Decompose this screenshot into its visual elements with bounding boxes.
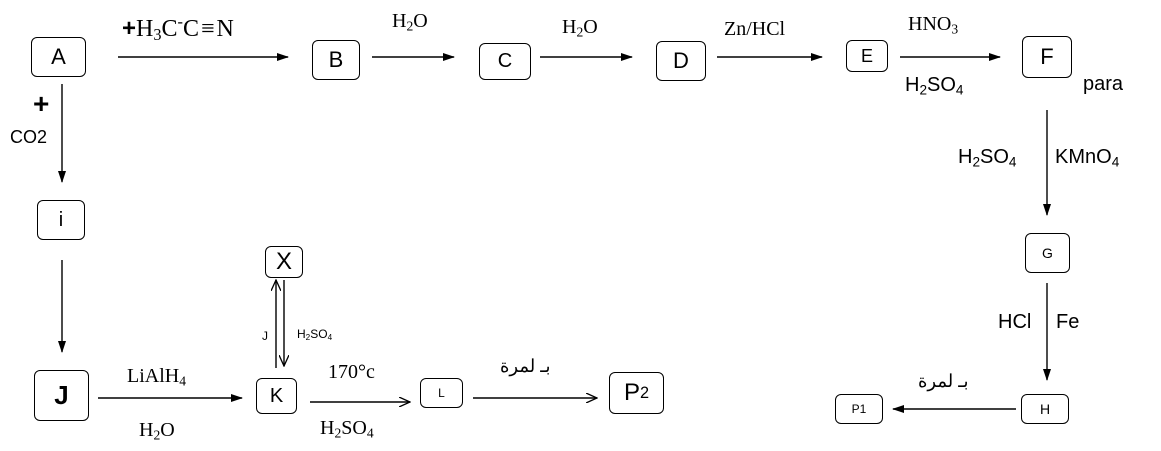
reagent-e-f-bottom-sub2: 4 [955,82,964,98]
reagent-b-c-h: H [392,10,407,32]
reagent-h-p1: بـ لمرة [918,371,969,391]
compound-f: F [1022,36,1072,78]
compound-i: i [37,200,85,240]
reagent-a-b-sup: - [177,12,183,31]
reagent-j-k-bottom-sub: 2 [153,427,161,443]
reagent-f-g-left: H2SO4 [958,146,1016,169]
compound-l: L [420,378,463,408]
reagent-k-l-bottom-h: H [320,417,335,439]
reagent-e-f-top-sub: 3 [951,21,959,37]
para-note: para [1083,73,1124,95]
reagent-k-l-bottom: H2SO4 [320,417,374,441]
reagent-c-d-sub: 2 [576,24,584,40]
reagent-j-k-bottom-h: H [139,419,154,441]
compound-p1: P1 [835,394,883,424]
reagent-j-k-bottom-o: O [160,419,175,441]
compound-e: E [846,40,888,72]
reagent-k-x-right-sub2: 4 [327,333,333,343]
compound-j: J [34,370,89,421]
reagent-c-d-h: H [562,16,577,38]
compound-a: A [31,37,86,77]
reagent-e-f-top: HNO3 [908,13,958,37]
compound-d: D [656,41,706,81]
reagent-a-b-n: N [216,15,234,42]
p2-subscript: 2 [639,383,650,402]
reagent-k-l-bottom-sub1: 2 [334,425,342,441]
reagent-e-f-top-main: HNO [908,13,952,35]
reagent-a-b-c1: C [161,15,178,42]
plus-sign: + [122,14,137,42]
reagent-b-c: H2O [392,10,428,34]
reagent-a-i: CO2 [10,127,48,147]
reagent-g-h-right: Fe [1056,311,1080,333]
reagent-a-b: +H3C-C≡N [122,12,234,45]
reagent-c-d: H2O [562,16,598,40]
compound-k: K [256,378,297,414]
triple-bond: ≡ [200,15,215,42]
reagent-e-f-bottom-sub1: 2 [919,82,928,98]
reagent-b-c-sub: 2 [406,18,414,34]
compound-g: G [1025,233,1070,273]
reagent-e-f-bottom: H2SO4 [905,74,963,97]
reagent-k-x-right-so: SO [310,327,328,341]
compound-c: C [479,43,531,80]
reagent-k-l-top: 170°c [328,361,375,383]
reagent-d-e: Zn/HCl [724,18,786,40]
reagent-e-f-bottom-h: H [905,74,920,96]
reagent-k-l-bottom-sub2: 4 [366,425,374,441]
reagent-f-g-right: KMnO4 [1055,146,1119,169]
reagent-j-k-bottom: H2O [139,419,175,443]
plus-sign-co2: + [33,88,50,119]
reagent-a-b-c2: C [182,15,199,42]
reagent-e-f-bottom-so: SO [927,74,956,96]
reagent-a-b-sub: 3 [153,25,162,45]
reagent-f-g-left-so: SO [980,146,1009,168]
reagent-b-c-o: O [413,10,428,32]
reagent-f-g-right-main: KMnO [1055,146,1112,168]
reagent-f-g-right-sub: 4 [1111,154,1120,170]
reagent-f-g-left-sub2: 4 [1008,154,1017,170]
compound-x: X [265,246,303,278]
reagent-f-g-left-h: H [958,146,973,168]
reagent-k-x-right: H2SO4 [297,327,332,342]
reagent-j-k-top: LiAlH4 [127,365,186,389]
compound-b: B [312,40,360,80]
reagent-k-x-right-sub1: 2 [305,333,311,343]
reagent-k-x-right-h: H [297,327,306,341]
reagent-c-d-o: O [583,16,598,38]
reagent-k-x-left: J [262,329,268,343]
compound-h: H [1021,394,1069,424]
reagent-a-b-h: H [136,15,154,42]
reagent-l-p2: بـ لمرة [500,356,551,376]
reagent-j-k-top-main: LiAlH [127,365,180,387]
reagent-j-k-top-sub: 4 [179,373,187,389]
p2-base: P [623,379,640,406]
reagent-f-g-left-sub1: 2 [972,154,981,170]
reagent-k-l-bottom-so: SO [341,417,367,439]
reagent-g-h-left: HCl [998,311,1032,333]
